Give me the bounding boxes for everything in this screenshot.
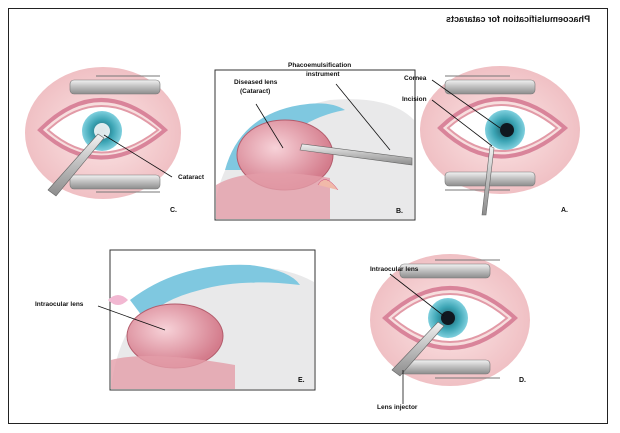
panel-a: Cornea Incision A. bbox=[402, 66, 580, 216]
panel-b-instrument bbox=[299, 143, 413, 166]
label-intraocular-lens-e: Intraocular lens bbox=[35, 301, 84, 308]
panel-a-speculum-top bbox=[444, 79, 536, 95]
label-diseased-lens-sub: (Cataract) bbox=[240, 88, 270, 95]
panel-c: Cataract C. bbox=[25, 67, 205, 214]
panel-e-cornea bbox=[130, 264, 300, 320]
label-intraocular-lens-d: Intraocular lens bbox=[370, 266, 419, 273]
label-lens-injector: Lens injector bbox=[377, 404, 418, 411]
label-diseased-lens: Diseased lens bbox=[234, 79, 278, 86]
panel-b-letter: B. bbox=[396, 208, 403, 215]
label-phaco-instrument-sub: instrument bbox=[306, 71, 340, 78]
panel-a-letter: A. bbox=[561, 207, 568, 214]
panel-d-lens-injector bbox=[391, 321, 445, 377]
panel-c-leader bbox=[103, 134, 173, 178]
label-phaco-instrument: Phacoemulsification bbox=[288, 62, 351, 69]
panel-d-letter: D. bbox=[519, 377, 526, 384]
panel-a-blade bbox=[481, 145, 495, 216]
panel-b-iris bbox=[216, 172, 330, 219]
panel-a-pupil bbox=[500, 123, 514, 137]
panel-b: Diseased lens (Cataract) Phacoemulsifica… bbox=[214, 62, 416, 221]
panel-c-letter: C. bbox=[170, 207, 177, 214]
panel-d-pupil bbox=[441, 311, 455, 325]
panel-e-tissue bbox=[108, 295, 128, 305]
panel-e-letter: E. bbox=[298, 377, 305, 384]
panel-c-speculum-top bbox=[69, 79, 161, 95]
panel-d: Intraocular lens Lens injector D. bbox=[370, 254, 530, 411]
panel-e-iris bbox=[111, 356, 235, 389]
panel-c-instrument bbox=[47, 133, 105, 197]
label-incision: Incision bbox=[402, 96, 427, 103]
label-cataract: Cataract bbox=[178, 174, 205, 181]
panel-d-speculum-bottom bbox=[399, 359, 491, 375]
label-cornea: Cornea bbox=[404, 75, 427, 82]
panel-e: Intraocular lens E. bbox=[35, 249, 316, 391]
panel-d-speculum-top bbox=[399, 263, 491, 279]
panel-c-speculum-bottom bbox=[69, 174, 161, 190]
